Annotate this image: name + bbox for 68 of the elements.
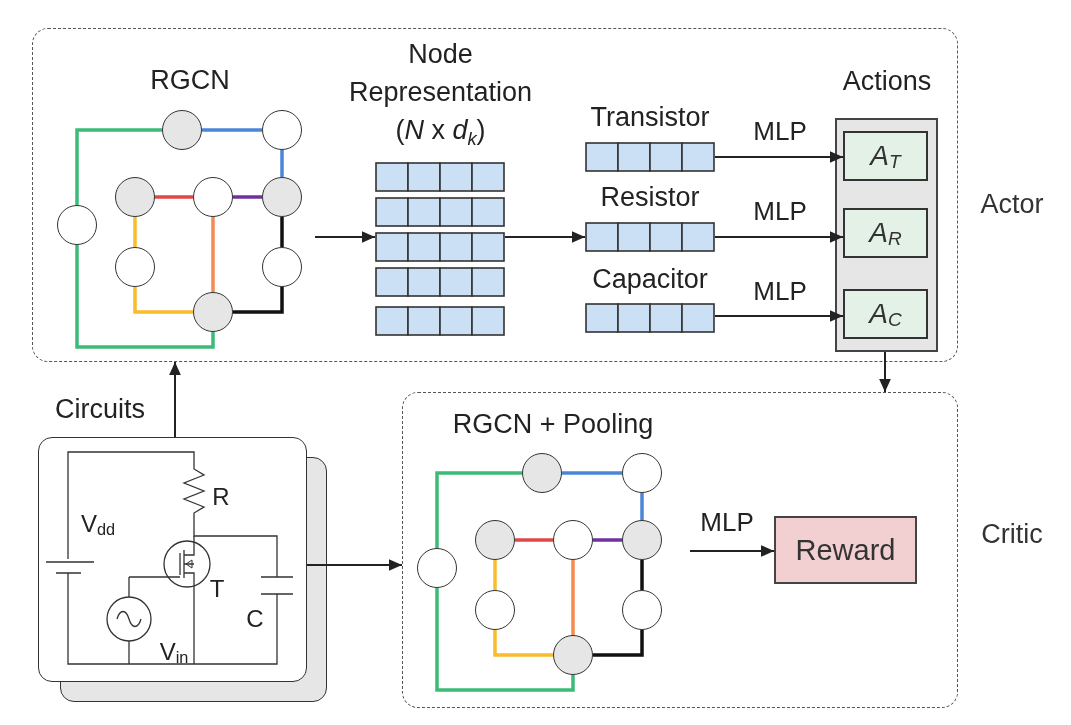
- graph-node: [475, 520, 515, 560]
- graph-node: [193, 292, 233, 332]
- graph-node: [193, 177, 233, 217]
- graph-edge: [493, 630, 553, 657]
- section-label: Actor: [980, 189, 1044, 221]
- graph-edge: [280, 150, 284, 177]
- graph-edge: [435, 471, 522, 548]
- arrow: [714, 151, 844, 163]
- graph-edge: [562, 471, 622, 475]
- graph-title: RGCN: [149, 63, 231, 97]
- component-label: T: [208, 574, 226, 604]
- graph-edge: [75, 245, 215, 349]
- arrow: [689, 545, 775, 557]
- component-label: V$_{in}$: [158, 637, 190, 668]
- graph-node: [115, 247, 155, 287]
- component-label: C: [245, 604, 265, 634]
- graph-edge: [640, 493, 644, 520]
- graph-edge: [75, 128, 162, 205]
- action-box: A$_{R}$: [843, 208, 928, 258]
- heading-label: Actions: [842, 66, 932, 98]
- component-type-label: Resistor: [600, 182, 700, 214]
- heading-label: Circuits: [55, 394, 145, 426]
- graph-node: [553, 520, 593, 560]
- graph-node: [553, 635, 593, 675]
- arrow: [714, 310, 844, 322]
- graph-node: [262, 110, 302, 150]
- graph-node: [57, 205, 97, 245]
- graph-title: RGCN + Pooling: [451, 407, 655, 441]
- component-type-label: Capacitor: [592, 264, 708, 296]
- graph-edge: [435, 588, 575, 692]
- reward-box: Reward: [774, 516, 917, 584]
- graph-edge: [133, 287, 193, 314]
- action-box: A$_{C}$: [843, 289, 928, 339]
- graph-edge: [233, 195, 262, 199]
- graph-node: [622, 590, 662, 630]
- graph-node: [522, 453, 562, 493]
- action-box: A$_{T}$: [843, 131, 928, 181]
- arrow: [504, 231, 586, 243]
- component-label: R: [211, 482, 231, 512]
- graph-edge: [640, 560, 644, 590]
- graph-node: [262, 247, 302, 287]
- graph-node: [622, 520, 662, 560]
- graph-edge: [155, 195, 193, 199]
- graph-node: [115, 177, 155, 217]
- graph-edge: [133, 217, 137, 247]
- graph-edge: [202, 128, 262, 132]
- arrow: [306, 559, 403, 571]
- arrow: [314, 231, 376, 243]
- graph-node: [622, 453, 662, 493]
- graph-edge: [593, 538, 622, 542]
- component-type-label: Transistor: [590, 102, 710, 134]
- graph-node: [475, 590, 515, 630]
- section-label: Critic: [981, 519, 1043, 551]
- graph-node: [262, 177, 302, 217]
- graph-edge: [515, 538, 553, 542]
- graph-edge: [211, 217, 215, 292]
- graph-edge: [493, 560, 497, 590]
- graph-node: [162, 110, 202, 150]
- component-label: V$_{dd}$: [79, 509, 117, 540]
- arrow: [169, 361, 181, 438]
- graph-edge: [233, 287, 284, 314]
- heading-label: Node Representation (N x d$_{k}$): [347, 38, 534, 149]
- graph-node: [417, 548, 457, 588]
- graph-edge: [280, 217, 284, 247]
- arrow: [879, 351, 891, 393]
- graph-edge: [593, 630, 644, 657]
- graph-edge: [571, 560, 575, 635]
- arrow: [714, 231, 844, 243]
